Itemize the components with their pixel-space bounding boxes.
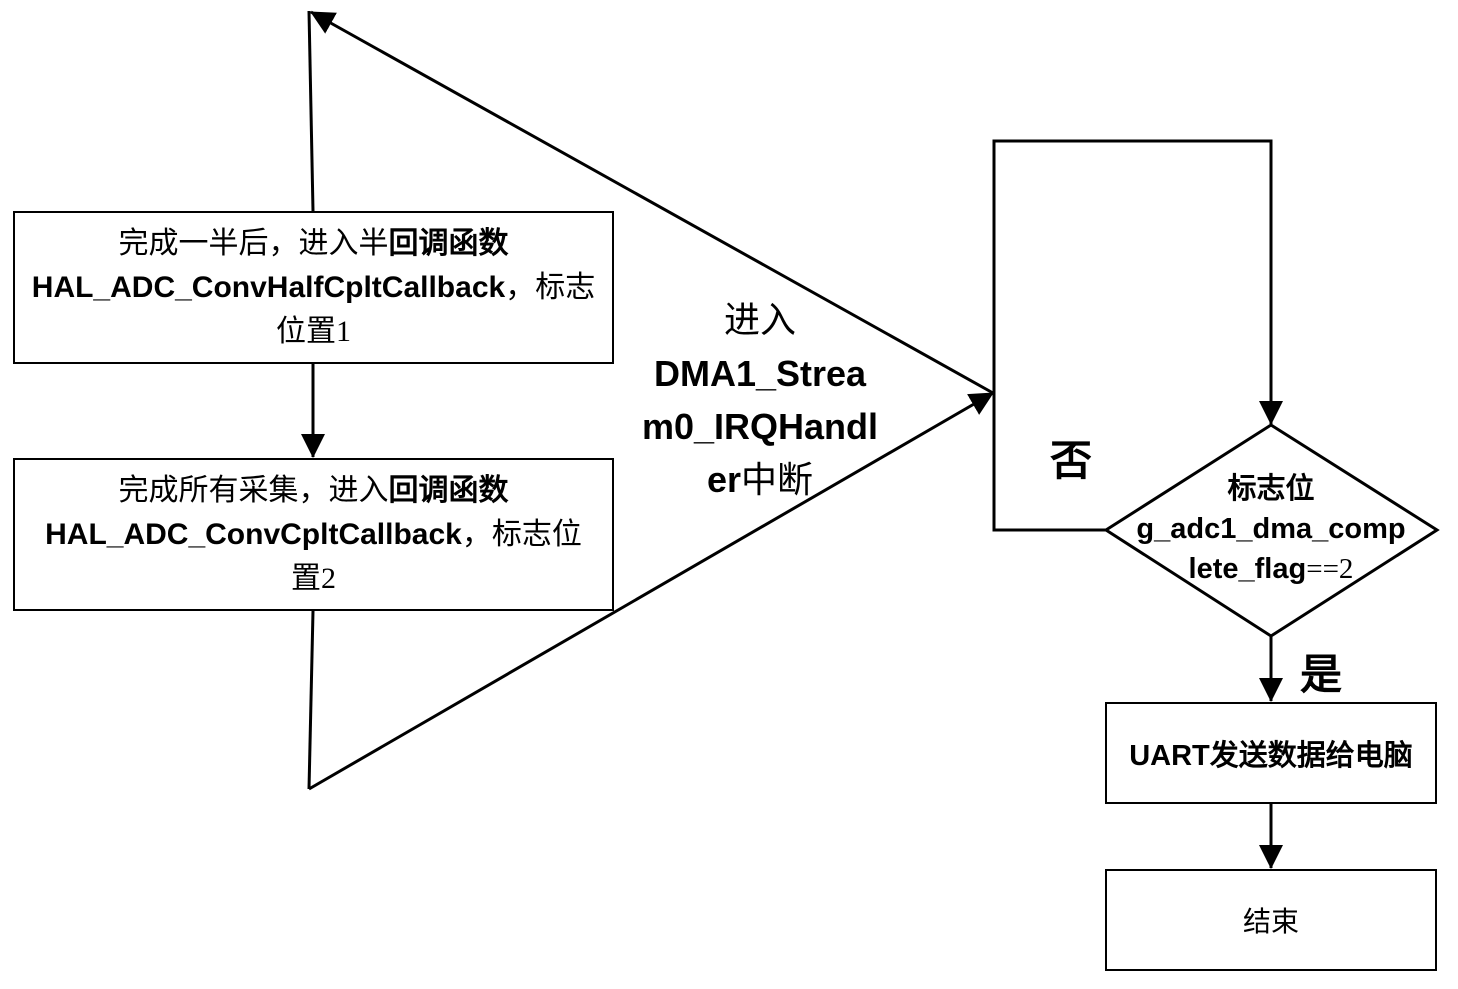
decision-line3-code: lete_flag [1188, 553, 1307, 585]
irq-label-line2: DMA1_Strea [653, 353, 867, 394]
irq-label: 进入 DMA1_Strea m0_IRQHandl er中断 [620, 294, 900, 507]
no-loop-line [992, 139, 1283, 532]
arrow-to-right-apex [308, 391, 994, 791]
half-callback-line2: HAL_ADC_ConvHalfCpltCallback，标志 [32, 266, 595, 310]
no-label: 否 [1050, 437, 1093, 484]
irq-label-line4-suffix: 中断 [741, 460, 814, 500]
decision-text: 标志位 g_adc1_dma_comp lete_flag==2 [1120, 469, 1422, 589]
full-callback-suffix: ，标志位 [461, 517, 582, 551]
full-callback-box: 完成所有采集，进入回调函数 HAL_ADC_ConvCpltCallback，标… [13, 458, 614, 611]
half-callback-suffix: ，标志 [505, 270, 596, 304]
full-callback-line2: HAL_ADC_ConvCpltCallback，标志位 [45, 513, 582, 557]
decision-line3: lete_flag==2 [1120, 549, 1422, 589]
decision-line3-suffix: ==2 [1306, 553, 1354, 585]
irq-label-line3: m0_IRQHandl [641, 406, 879, 447]
full-callback-text: 完成所有采集，进入 [118, 473, 389, 507]
half-callback-line1: 完成一半后，进入半回调函数 [119, 222, 509, 266]
full-callback-line1: 完成所有采集，进入回调函数 [119, 469, 509, 513]
half-callback-text: 完成一半后，进入半 [118, 226, 389, 260]
full-callback-function-name: HAL_ADC_ConvCpltCallback [45, 517, 462, 551]
half-callback-line3: 位置1 [276, 314, 351, 348]
irq-label-line4: er中断 [620, 453, 900, 507]
uart-box: UART发送数据给电脑 [1105, 702, 1437, 804]
end-box-label: 结束 [1242, 906, 1299, 937]
irq-label-line1: 进入 [723, 300, 796, 340]
half-callback-function-name: HAL_ADC_ConvHalfCpltCallback [31, 270, 506, 304]
end-box: 结束 [1105, 869, 1437, 971]
uart-box-label: UART发送数据给电脑 [1129, 740, 1413, 772]
half-callback-bold-text: 回调函数 [388, 226, 509, 260]
full-callback-bold-text: 回调函数 [388, 473, 509, 507]
half-callback-box: 完成一半后，进入半回调函数 HAL_ADC_ConvHalfCpltCallba… [13, 211, 614, 364]
yes-label: 是 [1300, 651, 1343, 698]
line-half-to-top [307, 10, 315, 212]
decision-line2: g_adc1_dma_comp [1136, 513, 1406, 545]
decision-line1: 标志位 [1227, 473, 1315, 505]
full-callback-line3: 置2 [291, 561, 336, 595]
line-full-to-bottom [307, 610, 315, 790]
arrow-to-top-apex [310, 10, 994, 395]
irq-label-line4-code: er [706, 459, 741, 500]
